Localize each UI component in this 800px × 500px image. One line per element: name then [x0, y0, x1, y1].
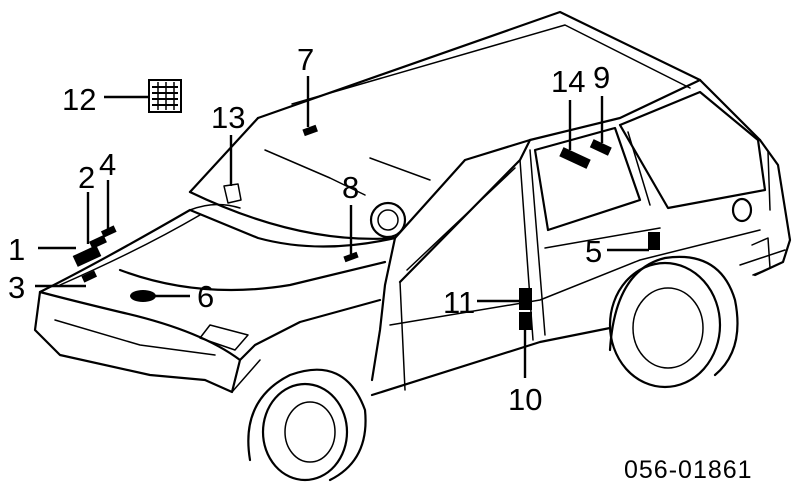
label-patch-8 — [343, 251, 359, 263]
label-patch-13 — [223, 183, 242, 204]
callout-2: 2 — [78, 160, 95, 195]
callout-13: 13 — [211, 100, 245, 135]
leader-lines — [35, 76, 649, 378]
label-patch-12 — [148, 79, 182, 113]
label-patch-1 — [72, 245, 102, 267]
callout-4: 4 — [99, 147, 116, 182]
callout-10: 10 — [508, 382, 542, 417]
label-patch-9 — [589, 139, 612, 156]
callout-14: 14 — [551, 64, 585, 99]
callout-3: 3 — [8, 270, 25, 305]
label-patch-3 — [81, 270, 98, 283]
callout-9: 9 — [593, 60, 610, 95]
diagram-code: 056-01861 — [624, 456, 753, 484]
callout-1: 1 — [8, 232, 25, 267]
label-patch-11 — [519, 288, 532, 310]
label-patch-7 — [302, 124, 318, 137]
callout-11: 11 — [443, 285, 475, 320]
vehicle-outline — [33, 10, 792, 482]
callout-6: 6 — [197, 279, 214, 314]
label-patch-2 — [89, 234, 107, 250]
label-patch-14 — [559, 147, 591, 169]
label-patch-6 — [130, 290, 156, 302]
callout-7: 7 — [297, 42, 314, 77]
label-patch-5 — [648, 232, 660, 250]
callout-5: 5 — [585, 234, 602, 269]
callout-numbers: 12 7 13 2 4 1 3 6 8 14 9 5 11 10 — [8, 42, 610, 417]
callout-8: 8 — [342, 170, 359, 205]
label-patch-10 — [519, 312, 532, 330]
label-patches — [72, 79, 660, 330]
callout-12: 12 — [62, 82, 96, 117]
